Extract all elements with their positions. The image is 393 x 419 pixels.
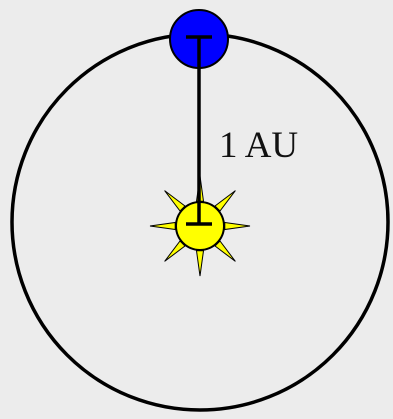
distance-label: 1 AU — [219, 125, 298, 166]
